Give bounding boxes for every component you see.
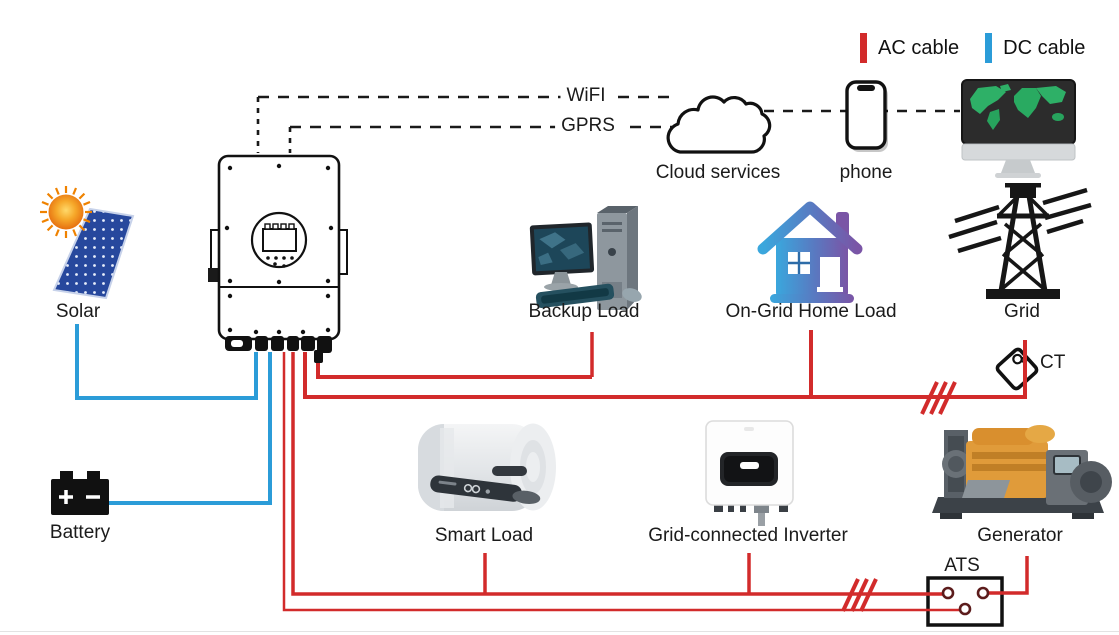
ongrid-home-load-label: On-Grid Home Load <box>725 301 897 322</box>
generator-label: Generator <box>977 525 1063 546</box>
legend-dc: DC cable <box>985 33 1085 63</box>
battery-label: Battery <box>49 522 111 543</box>
solar-panel-icon <box>52 207 135 300</box>
house-icon <box>757 201 863 303</box>
computer-icon <box>529 206 642 310</box>
ct-clamp-icon <box>995 347 1039 391</box>
ats-label: ATS <box>944 555 980 576</box>
legend-ac: AC cable <box>860 33 959 63</box>
grid-label: Grid <box>1004 301 1040 322</box>
phone-label: phone <box>839 162 893 183</box>
wifi-label: WiFI <box>560 85 612 107</box>
ct-label: CT <box>1040 352 1066 373</box>
sun-icon <box>40 186 92 238</box>
water-heater-icon <box>418 423 556 511</box>
cable-legend: AC cable DC cable <box>860 33 1085 63</box>
string-inverter-icon <box>705 420 794 526</box>
smart-load-label: Smart Load <box>434 525 534 546</box>
cloud-icon <box>666 95 772 154</box>
monitor-icon <box>961 79 1076 178</box>
ats-terminals <box>941 586 990 616</box>
bottom-divider <box>0 631 1119 632</box>
generator-icon <box>932 425 1112 519</box>
legend-ac-label: AC cable <box>878 36 960 59</box>
grid-tower-icon <box>948 183 1092 299</box>
phone-icon <box>845 80 888 152</box>
dc-wires <box>75 324 272 505</box>
legend-dc-label: DC cable <box>1003 36 1086 59</box>
dc-cable-swatch <box>985 33 993 63</box>
grid-connected-inverter-label: Grid-connected Inverter <box>648 525 848 546</box>
solar-label: Solar <box>55 301 101 322</box>
cloud-services-label: Cloud services <box>655 162 781 183</box>
ats-box <box>926 576 1004 627</box>
hybrid-inverter-icon <box>208 154 348 363</box>
gprs-label: GPRS <box>555 115 621 137</box>
ac-cable-swatch <box>860 33 867 63</box>
backup-load-label: Backup Load <box>528 301 640 322</box>
battery-icon <box>51 471 109 515</box>
ac-wires <box>282 330 1029 612</box>
